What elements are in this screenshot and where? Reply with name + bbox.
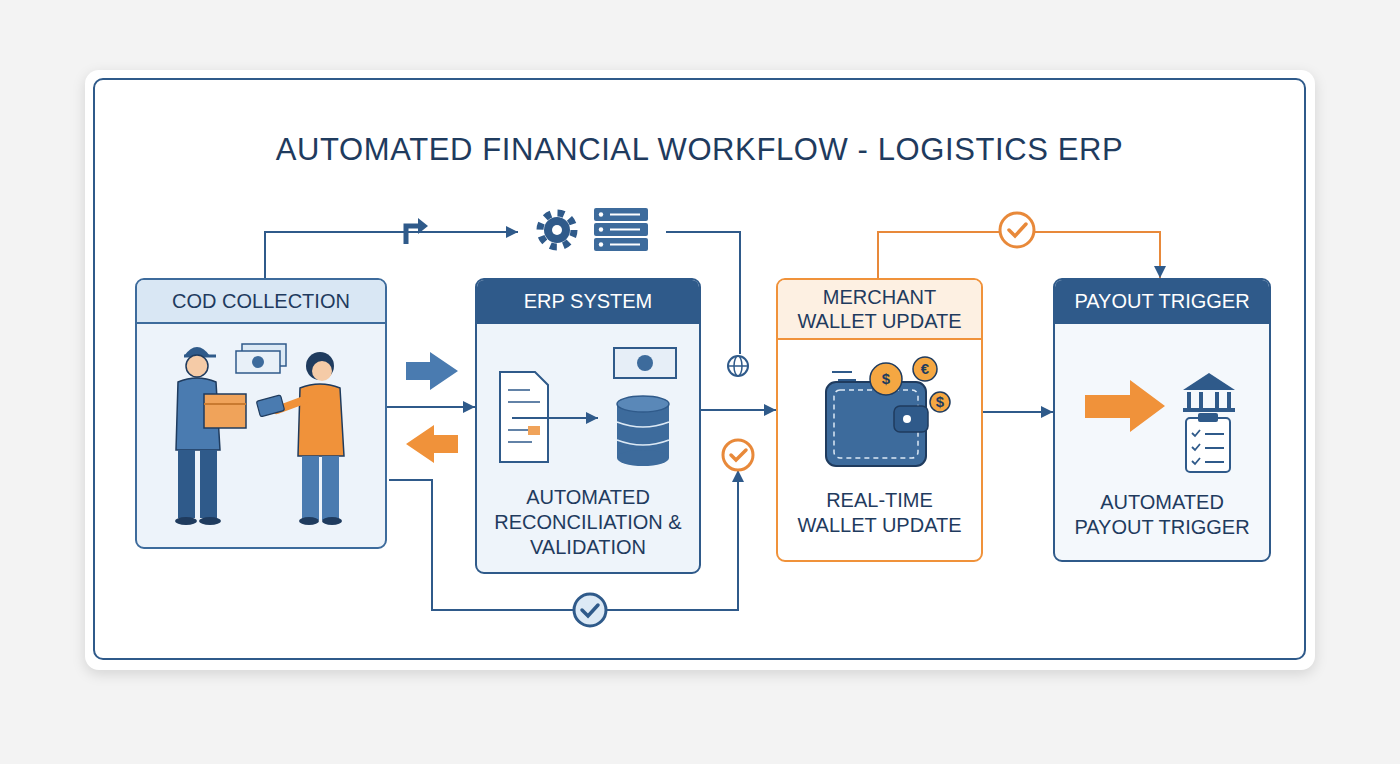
flow-connector [983, 411, 1053, 413]
flow-wire [265, 232, 518, 278]
courier-figure [176, 378, 220, 450]
cash-icon [242, 344, 286, 366]
customer-figure [322, 517, 342, 525]
globe-icon [728, 365, 748, 367]
speed-lines [832, 372, 856, 380]
block-arrow [406, 352, 458, 390]
document-icon [528, 426, 540, 435]
check-circle [582, 605, 598, 616]
customer-figure [302, 456, 319, 520]
gear-icon [540, 213, 574, 247]
globe-icon [734, 356, 742, 376]
bank-icon [1183, 408, 1235, 412]
node-description: REAL-TIME WALLET UPDATE [778, 488, 981, 538]
cash-icon [236, 351, 280, 373]
check-circle [574, 594, 606, 626]
wallet-icon [834, 390, 918, 458]
flow-connector [387, 406, 475, 408]
check-circle [1009, 224, 1026, 236]
customer-figure [277, 400, 304, 410]
cash-icon [637, 355, 653, 371]
courier-figure [199, 517, 221, 525]
coin-icon [913, 357, 937, 381]
flow-connector [878, 232, 1160, 278]
cash-icon [614, 348, 676, 378]
coin-icon [870, 363, 902, 395]
courier-figure [178, 450, 195, 518]
process-box: COD COLLECTION [135, 278, 387, 549]
flow-wire [389, 470, 738, 610]
server-icon [594, 238, 648, 251]
process-box: MERCHANT WALLET UPDATE REAL-TIME WALLET U… [776, 278, 983, 562]
parcel-box [204, 394, 246, 428]
clipboard-icon [1205, 434, 1224, 462]
database-icon [617, 450, 669, 466]
node-heading: COD COLLECTION [137, 280, 385, 324]
node-description: AUTOMATED PAYOUT TRIGGER [1055, 490, 1269, 540]
node-description: AUTOMATED RECONCILIATION & VALIDATION [477, 485, 699, 560]
courier-figure [184, 347, 210, 356]
database-icon [617, 422, 669, 445]
customer-figure [299, 517, 319, 525]
server-icon [594, 208, 648, 221]
gear-icon [544, 217, 570, 243]
flow-wire [666, 232, 740, 354]
server-icon [610, 215, 640, 245]
clipboard-icon [1186, 418, 1230, 472]
block-arrow [406, 425, 458, 463]
gear-icon [552, 225, 562, 235]
server-icon [599, 212, 603, 216]
process-box: ERP SYSTEM AUTOMATED RECONCILIATION & VAL… [475, 278, 701, 574]
server-icon [599, 227, 603, 231]
courier-figure [175, 517, 197, 525]
clipboard-icon [1198, 413, 1218, 422]
customer-figure [306, 352, 334, 380]
wallet-icon [826, 382, 926, 466]
wallet-icon [894, 406, 928, 432]
server-icon [599, 242, 603, 246]
flow-connector [701, 409, 776, 411]
document-icon [500, 372, 548, 462]
customer-figure [298, 384, 344, 456]
node-heading: MERCHANT WALLET UPDATE [778, 280, 981, 340]
process-box: PAYOUT TRIGGER AUTOMATED PAYOUT TRIGGER [1053, 278, 1271, 562]
diagram-title: AUTOMATED FINANCIAL WORKFLOW - LOGISTICS… [93, 132, 1306, 168]
database-icon [617, 396, 669, 412]
courier-figure [200, 450, 217, 518]
customer-figure [312, 361, 332, 381]
coin-icon [930, 392, 950, 412]
customer-figure [322, 456, 339, 520]
courier-figure [184, 355, 216, 358]
payment-card [256, 395, 284, 417]
node-heading: ERP SYSTEM [477, 280, 699, 324]
wallet-icon [903, 415, 911, 423]
data-arrow [512, 417, 598, 419]
sync-icon [406, 226, 420, 244]
check-circle [731, 450, 746, 460]
courier-figure [186, 355, 208, 377]
bank-icon [1189, 392, 1229, 408]
parcel-box [204, 403, 246, 405]
document-icon [508, 390, 540, 442]
clipboard-icon [1192, 430, 1200, 464]
bank-icon [1183, 373, 1235, 390]
check-circle [723, 440, 753, 470]
node-heading: PAYOUT TRIGGER [1055, 280, 1269, 324]
globe-icon [728, 356, 748, 376]
block-arrow [1085, 380, 1165, 432]
database-icon [617, 404, 669, 458]
check-circle [1000, 213, 1034, 247]
sync-icon [418, 218, 428, 234]
server-icon [594, 223, 648, 236]
cash-icon [252, 356, 264, 368]
